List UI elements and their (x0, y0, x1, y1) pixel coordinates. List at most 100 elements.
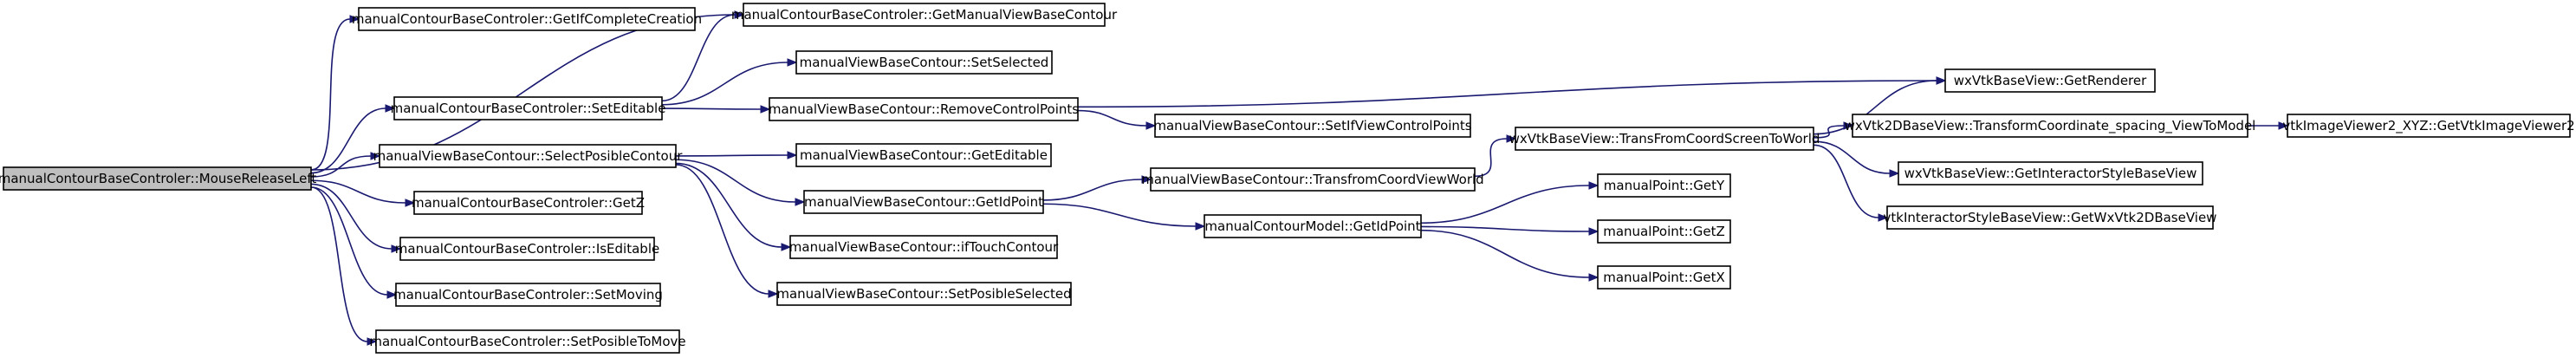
node-box (358, 7, 696, 31)
edge-line (675, 162, 782, 248)
node-manualviewbasecontour-selectposiblecontour[interactable]: manualViewBaseContour::SelectPosibleCont… (373, 144, 684, 168)
node-box (1515, 127, 1814, 151)
node-manualcontourbasecontroler-seteditable[interactable]: manualContourBaseControler::SetEditable (391, 96, 666, 120)
edge-line (1813, 80, 1937, 135)
edge-line (310, 186, 388, 296)
node-manualcontourbasecontroler-mousereleaseleft[interactable]: manualContourBaseControler::MouseRelease… (0, 166, 316, 191)
edge-line (675, 164, 769, 295)
node-box (375, 329, 680, 354)
edge-modelGetIdPoint-to-pointGetZ (1420, 225, 1599, 236)
node-manualviewbasecontour-iftouchcontour[interactable]: manualViewBaseContour::ifTouchContour (789, 235, 1059, 259)
node-label: manualContourBaseControler::GetIfComplet… (352, 11, 702, 27)
node-label: manualPoint::GetY (1604, 178, 1725, 193)
edge-getIdPointView-to-transfromCVW (1042, 175, 1152, 201)
edge-removeCP-to-setIfViewCP (1077, 109, 1157, 130)
node-manualcontourbasecontroler-setmoving[interactable]: manualContourBaseControler::SetMoving (393, 283, 663, 307)
node-manualpoint-getx[interactable]: manualPoint::GetX (1597, 265, 1731, 290)
node-box (776, 282, 1072, 306)
node-manualviewbasecontour-geteditable[interactable]: manualViewBaseContour::GetEditable (795, 143, 1052, 167)
node-manualviewbasecontour-setposibleselected[interactable]: manualViewBaseContour::SetPosibleSelecte… (776, 282, 1072, 306)
arrowhead-icon (385, 104, 396, 113)
edge-root-to-setPosibleToMove (310, 186, 378, 346)
node-manualcontourbasecontroler-setposibletomove[interactable]: manualContourBaseControler::SetPosibleTo… (369, 329, 686, 354)
edge-line (1042, 203, 1197, 227)
arrowhead-icon (349, 15, 360, 23)
node-box (399, 237, 655, 261)
node-box (743, 3, 1106, 27)
node-label: manualContourBaseControler::SetPosibleTo… (369, 334, 685, 349)
arrowhead-icon (370, 152, 381, 160)
edge-transCSW-to-transformCoord (1813, 121, 1854, 139)
arrowhead-icon (1141, 175, 1152, 184)
node-label: manualContourBaseControler::GetManualVie… (731, 7, 1118, 23)
node-label: wxVtk2DBaseView::TransformCoordinate_spa… (1845, 118, 2256, 134)
node-box (1150, 167, 1476, 192)
node-wxvtkbaseview-transfromcoordscreentoworld[interactable]: wxVtkBaseView::TransFromCoordScreenToWor… (1509, 127, 1820, 151)
node-box (1886, 205, 2214, 230)
node-manualcontourbasecontroler-getz[interactable]: manualContourBaseControler::GetZ (412, 191, 645, 215)
edge-line (1420, 229, 1590, 278)
edge-line (310, 186, 368, 342)
node-manualviewbasecontour-setifviewcontrolpoints[interactable]: manualViewBaseContour::SetIfViewControlP… (1153, 114, 1472, 138)
node-manualcontourbasecontroler-iseditable[interactable]: manualContourBaseControler::IsEditable (395, 237, 659, 261)
edge-line (1420, 225, 1590, 232)
node-box (769, 97, 1079, 121)
node-vtkimageviewer2-xyz-getvtkimageviewer2[interactable]: vtkImageViewer2_XYZ::GetVtkImageViewer2 (2282, 114, 2575, 138)
node-box (1597, 265, 1731, 290)
edge-setEditable-to-getManualView (661, 10, 745, 102)
edge-line (661, 107, 762, 110)
edge-transCSW-to-getWxVtk2D (1813, 144, 1889, 222)
edge-line (310, 155, 372, 178)
edge-setEditable-to-removeCP (661, 105, 771, 114)
node-label: manualViewBaseContour::ifTouchContour (789, 239, 1059, 255)
arrowhead-icon (1588, 273, 1599, 282)
node-manualviewbasecontour-setselected[interactable]: manualViewBaseContour::SetSelected (795, 50, 1053, 75)
arrowhead-icon (1145, 121, 1157, 130)
node-box (393, 96, 663, 120)
node-label: manualViewBaseContour::GetIdPoint (804, 194, 1043, 210)
arrowhead-icon (795, 198, 806, 206)
node-manualviewbasecontour-transfromcoordviewworld[interactable]: manualViewBaseContour::TransfromCoordVie… (1141, 167, 1484, 192)
node-label: manualViewBaseContour::SelectPosibleCont… (373, 148, 684, 164)
node-manualcontourmodel-getidpoint[interactable]: manualContourModel::GetIdPoint (1204, 214, 1422, 238)
call-edges (310, 10, 2289, 346)
node-wxvtkbaseview-getrenderer[interactable]: wxVtkBaseView::GetRenderer (1944, 68, 2156, 93)
node-manualpoint-gety[interactable]: manualPoint::GetY (1597, 173, 1731, 198)
node-vtkinteractorstylebaseview-getwxvtk2dbaseview[interactable]: vtkInteractorStyleBaseView::GetWxVtk2DBa… (1884, 205, 2217, 230)
node-manualviewbasecontour-getidpoint[interactable]: manualViewBaseContour::GetIdPoint (803, 190, 1044, 214)
node-label: manualContourBaseControler::GetZ (412, 195, 645, 211)
node-manualcontourbasecontroler-getifcompletecreation[interactable]: manualContourBaseControler::GetIfComplet… (352, 7, 702, 31)
node-wxvtk2dbaseview-transformcoordinate-spacing-viewtomodel[interactable]: wxVtk2DBaseView::TransformCoordinate_spa… (1845, 114, 2256, 138)
edge-selectPosible-to-setPosibleSel (675, 164, 779, 298)
node-box (1597, 219, 1731, 244)
edge-line (1813, 125, 1845, 139)
edge-line (661, 62, 788, 106)
node-box (1597, 173, 1731, 198)
edge-line (1813, 140, 1891, 174)
node-box (795, 50, 1053, 75)
node-manualpoint-getz[interactable]: manualPoint::GetZ (1597, 219, 1731, 244)
node-label: manualViewBaseContour::TransfromCoordVie… (1141, 172, 1483, 187)
node-box (395, 283, 661, 307)
arrowhead-icon (1506, 134, 1517, 143)
node-manualviewbasecontour-removecontrolpoints[interactable]: manualViewBaseContour::RemoveControlPoin… (769, 97, 1079, 121)
edge-transCSW-to-getRenderer (1813, 76, 1947, 135)
edge-root-to-setEditable (310, 104, 396, 174)
node-label: manualViewBaseContour::SetIfViewControlP… (1153, 118, 1471, 133)
node-label: manualContourBaseControler::SetMoving (393, 287, 663, 303)
edge-selectPosible-to-ifTouch (675, 162, 792, 251)
node-label: manualContourBaseControler::MouseRelease… (0, 171, 316, 186)
arrowhead-icon (386, 290, 398, 299)
edge-line (1474, 138, 1508, 178)
arrowhead-icon (1588, 181, 1599, 190)
node-manualcontourbasecontroler-getmanualviewbasecontour[interactable]: manualContourBaseControler::GetManualVie… (731, 3, 1118, 27)
node-label: manualPoint::GetX (1603, 270, 1725, 285)
node-box (795, 143, 1052, 167)
arrowhead-icon (367, 337, 378, 346)
node-wxvtkbaseview-getinteractorstylebaseview[interactable]: wxVtkBaseView::GetInteractorStyleBaseVie… (1898, 161, 2203, 186)
node-label: manualContourModel::GetIdPoint (1204, 218, 1420, 234)
edge-line (310, 18, 351, 171)
edge-line (675, 159, 796, 203)
node-label: manualContourBaseControler::IsEditable (395, 241, 659, 257)
